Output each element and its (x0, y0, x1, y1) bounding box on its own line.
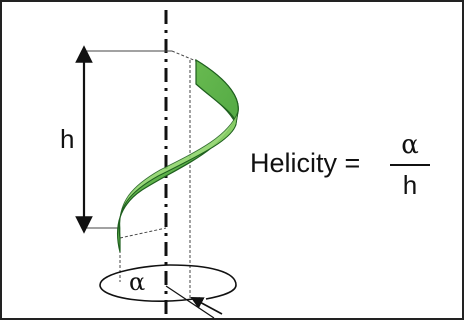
angle-ray (165, 285, 215, 319)
formula-numerator: α (401, 130, 419, 160)
formula-denominator: h (402, 170, 418, 200)
rotation-ellipse (99, 264, 237, 302)
height-label: h (60, 124, 75, 154)
top-guide-dashed (171, 50, 197, 62)
fraction-bar (390, 164, 430, 166)
helix-ribbon-front (118, 111, 239, 239)
formula-lhs: Helicity = (250, 148, 361, 178)
helix-ribbon (116, 58, 239, 253)
bottom-guide-dashed (119, 227, 167, 239)
angle-label: α (129, 268, 146, 296)
rotation-arrow (190, 296, 223, 315)
